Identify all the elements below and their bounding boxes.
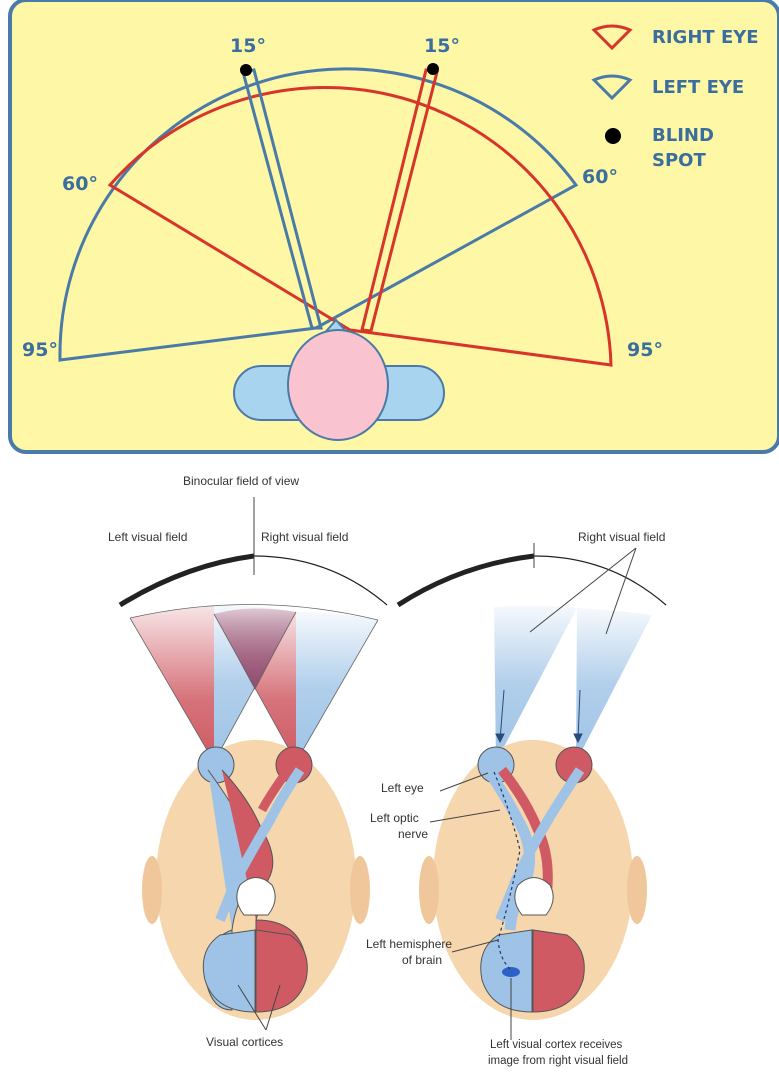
- brain-core-2: [515, 878, 553, 916]
- left-eye-cone-outer: [130, 605, 214, 762]
- left-optic-nerve-label-1: Left optic: [370, 811, 419, 825]
- left-visual-field-label: Left visual field: [108, 530, 187, 544]
- cortex-spot: [502, 967, 520, 977]
- visual-cortices-label: Visual cortices: [206, 1035, 283, 1049]
- right-panel: Right visual field Left eye Left optic n…: [366, 530, 666, 1067]
- binocular-field-label: Binocular field of view: [183, 474, 299, 488]
- right-eye-cone: [576, 608, 652, 762]
- left-visual-field-arc-2: [398, 556, 534, 605]
- left-eye-cone: [494, 606, 577, 762]
- left-eye-label: Left eye: [381, 781, 424, 795]
- left-hemisphere-label-2: of brain: [402, 953, 442, 967]
- right-visual-field-label: Right visual field: [261, 530, 348, 544]
- cortex-caption-2: image from right visual field: [488, 1055, 628, 1067]
- cortex-caption-1: Left visual cortex receives: [490, 1039, 623, 1051]
- left-optic-nerve-label-2: nerve: [398, 827, 428, 841]
- brain-core: [237, 878, 275, 916]
- right-visual-field-arc: [254, 556, 387, 605]
- left-visual-field-arc: [120, 556, 254, 605]
- right-visual-field-arc-2: [534, 556, 666, 605]
- right-eye-cone-outer: [296, 612, 378, 762]
- right-visual-field-label-2: Right visual field: [578, 530, 665, 544]
- left-hemisphere-label-1: Left hemisphere: [366, 937, 452, 951]
- left-panel: Binocular field of view Left visual fiel…: [108, 474, 387, 1049]
